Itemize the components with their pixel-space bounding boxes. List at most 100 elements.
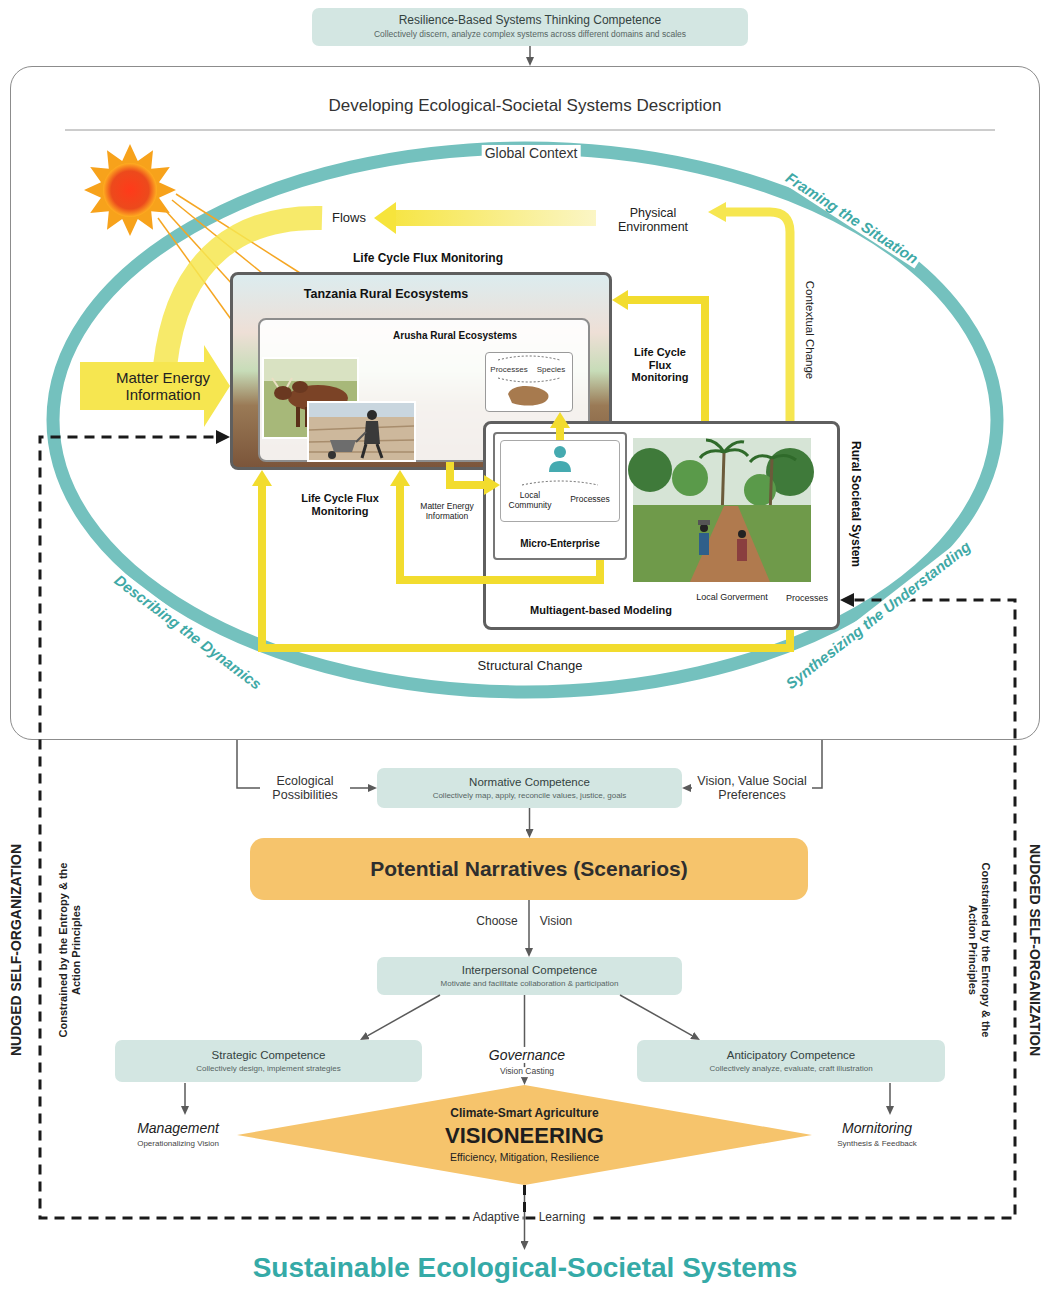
heading-rule: [65, 130, 995, 131]
node-title: Processes: [488, 365, 530, 374]
species-symbols: [498, 378, 560, 382]
farmer-photo: [308, 402, 415, 461]
feedback-arrow: [40, 437, 525, 1218]
community-box: Local Community Processes: [500, 440, 620, 522]
flow-label: Flows: [332, 211, 366, 226]
edge-label: Matter Energy Information: [413, 502, 481, 522]
person-icon: [554, 446, 566, 458]
societal-box: Local CommunityProcessesMicro-Enterprise…: [483, 421, 840, 630]
village-photo: [632, 437, 812, 583]
edge-label: Life Cycle Flux Monitoring: [287, 492, 393, 517]
cattle-photo: [264, 359, 357, 381]
node-text: Motivate and facilitate collaboration & …: [441, 979, 619, 988]
node-text: Processes: [563, 495, 617, 505]
flow-arrow: [368, 995, 440, 1036]
flux-arrow: [400, 486, 600, 580]
species-symbols: [498, 356, 560, 406]
flow-arrows: [80, 345, 230, 427]
side-note: Constrained by the Entropy & the Action …: [966, 860, 991, 1040]
node-text: Collectively discern, analyze complex sy…: [374, 30, 686, 40]
node-title: Micro-Enterprise: [495, 538, 625, 550]
node-text: Collectively design, implement strategie…: [196, 1064, 341, 1073]
cattle-photo: [288, 385, 348, 411]
village-photo: [672, 460, 708, 496]
person-icon: [522, 481, 598, 485]
edge-label: Structural Change: [478, 659, 583, 674]
cattle-photo: [326, 407, 330, 427]
node-text: Local Gorverment: [691, 592, 773, 602]
flow-arrow: [524, 995, 526, 1076]
node-text: Multiagent-based Modeling: [516, 604, 686, 617]
species-symbols: [508, 386, 548, 405]
flux-arrow: [556, 428, 564, 440]
cattle-photo: [337, 407, 341, 427]
village-photo: [698, 520, 710, 525]
vision-diamond: Climate-Smart AgricultureVISIONEERINGEff…: [237, 1085, 812, 1185]
person-icon: [522, 446, 598, 485]
competence-box: Strategic CompetenceCollectively design,…: [115, 1040, 422, 1082]
village-photo: [744, 474, 776, 506]
node-text: Collectively analyze, evaluate, craft il…: [709, 1064, 872, 1073]
outcome-title: Sustainable Ecological-Societal Systems: [253, 1252, 798, 1284]
competence-box: Resilience-Based Systems Thinking Compet…: [312, 8, 748, 46]
village-photo: [722, 452, 724, 520]
flow-label: Matter Energy Information: [115, 369, 211, 404]
village-photo: [770, 458, 772, 515]
sun: [103, 163, 157, 217]
ring-label: Synthesizing the Understanding: [780, 536, 976, 694]
village-photo: [700, 440, 748, 458]
node-title: Local Community: [503, 491, 557, 511]
node-text: Processes: [778, 593, 836, 603]
flow-arrow: [620, 995, 692, 1036]
farmer-photo: [309, 426, 414, 452]
role-note: Synthesis & Feedback: [837, 1139, 917, 1148]
role-label: Governance: [486, 1047, 568, 1063]
arrow-label: Vision: [540, 915, 572, 929]
species-symbols: [498, 356, 560, 360]
village-photo: [750, 455, 796, 462]
flow-arrow: [528, 900, 530, 948]
enterprise-box: Local Community ProcessesMicro-Enterprise: [493, 432, 627, 560]
farmer-photo: [330, 440, 356, 452]
leader-arrows: [185, 1083, 890, 1241]
side-title: NUDGED SELF-ORGANIZATION: [8, 844, 24, 1056]
flow-arrows: [726, 212, 790, 421]
competence-box: Anticipatory CompetenceCollectively anal…: [637, 1040, 945, 1082]
village-photo: [628, 448, 672, 492]
scenario-box: Potential Narratives (Scenarios): [250, 838, 808, 900]
leader-arrows: [889, 1083, 891, 1106]
cattle-photo: [296, 407, 300, 427]
village-photo: [628, 437, 814, 583]
side-note: Constrained by the Entropy & the Action …: [57, 860, 82, 1040]
side-title: NUDGED SELF-ORGANIZATION: [1027, 844, 1043, 1056]
farmer-photo: [362, 444, 382, 458]
node-title: Tanzania Rural Ecosystems: [276, 287, 496, 301]
cattle-photo: [263, 358, 358, 438]
flow-arrows: [708, 202, 726, 222]
flow-arrows: [394, 210, 596, 226]
village-photo: [699, 533, 709, 555]
arrow-label: Choose: [476, 915, 517, 929]
edge-label: Life Cycle Flux Monitoring: [622, 346, 698, 384]
ring-label: Describing the Dynamics: [109, 569, 267, 694]
farmer-photo: [367, 410, 377, 420]
edge-label: Ecological Possibilities: [260, 774, 350, 803]
farmer-photo: [308, 402, 415, 461]
flux-arrow: [262, 486, 790, 648]
arrow-label: Adaptive: [470, 1211, 523, 1225]
competence-box: Interpersonal CompetenceMotivate and fac…: [377, 957, 682, 995]
leader-arrows: [524, 1186, 526, 1241]
farmer-photo: [328, 451, 336, 459]
ring-label: Framing the Situation: [780, 167, 924, 269]
cattle-photo: [272, 378, 292, 387]
node-title: Rural Societal System: [848, 441, 862, 567]
competence-box: Normative CompetenceCollectively map, ap…: [377, 768, 682, 808]
role-label: Mornitoring: [842, 1120, 912, 1136]
person-icon: [549, 461, 571, 472]
role-note: Operationalizing Vision: [137, 1139, 219, 1148]
context-ring: [53, 148, 997, 692]
node-title: Arusha Rural Ecosystems: [370, 330, 540, 342]
process-box: ProcessesSpecies: [485, 352, 573, 412]
